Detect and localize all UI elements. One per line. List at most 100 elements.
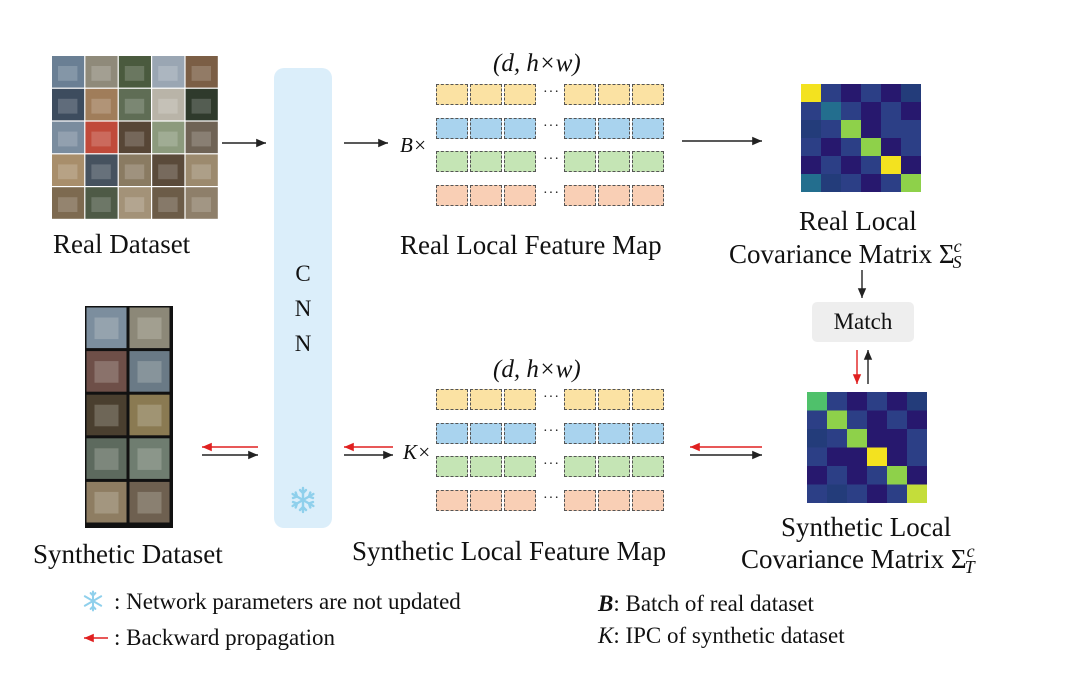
covariance-cell xyxy=(841,156,862,175)
real-image-thumbnail-detail xyxy=(58,131,78,147)
feature-cell xyxy=(504,117,536,139)
real-image-thumbnail-detail xyxy=(191,164,211,180)
real-image-thumbnail xyxy=(118,56,151,88)
real-image-thumbnail-detail xyxy=(58,66,78,81)
real-image-thumbnail xyxy=(118,88,151,121)
feature-cell xyxy=(436,489,468,511)
feature-cell xyxy=(632,489,664,511)
real-image-thumbnail-detail xyxy=(124,131,145,147)
synthetic-image-thumbnail-detail xyxy=(94,448,119,470)
feature-cell xyxy=(470,184,502,206)
real-image-thumbnail xyxy=(152,187,185,219)
real-image-thumbnail xyxy=(118,121,151,154)
legend-backward-text: : Backward propagation xyxy=(114,625,335,650)
legend-frozen-text: : Network parameters are not updated xyxy=(114,589,461,614)
real-image-thumbnail xyxy=(52,187,85,219)
covariance-cell xyxy=(861,138,882,157)
covariance-cell xyxy=(821,174,842,192)
cnn-letter: C xyxy=(295,261,311,286)
covariance-cell xyxy=(867,484,888,503)
feature-cell xyxy=(504,389,536,410)
real-image-thumbnail-detail xyxy=(191,131,211,147)
real-covariance-subscript: S xyxy=(952,252,962,272)
synthetic-image-thumbnail xyxy=(129,394,170,436)
feature-cell xyxy=(436,117,468,139)
cnn-label: C N N xyxy=(274,256,332,361)
synthetic-feature-map-label: Synthetic Local Feature Map xyxy=(352,536,667,566)
real-image-thumbnail xyxy=(152,121,185,154)
synthetic-covariance-matrix xyxy=(807,392,927,503)
covariance-cell xyxy=(841,138,862,157)
feature-cell xyxy=(470,151,502,172)
synthetic-dataset-label: Synthetic Dataset xyxy=(33,539,223,569)
feature-cell xyxy=(436,151,468,172)
bottom-feature-dims: (d, h×w) xyxy=(493,356,581,383)
real-covariance-text: Covariance Matrix Σ xyxy=(729,239,955,269)
feature-cell xyxy=(598,389,630,410)
real-image-thumbnail-detail xyxy=(158,66,178,81)
real-image-thumbnail xyxy=(152,88,185,121)
covariance-cell xyxy=(847,447,868,467)
real-image-thumbnail-detail xyxy=(58,197,78,212)
match-box: Match xyxy=(812,302,914,342)
covariance-cell xyxy=(807,466,828,485)
real-image-thumbnail-detail xyxy=(158,98,178,114)
real-image-thumbnail-detail xyxy=(158,197,178,212)
feature-cell xyxy=(598,456,630,477)
covariance-cell xyxy=(827,392,848,411)
real-image-thumbnail xyxy=(52,56,85,88)
real-covariance-label-line2: Covariance Matrix ΣSc xyxy=(729,237,962,271)
real-image-thumbnail xyxy=(185,154,218,186)
synthetic-image-thumbnail-detail xyxy=(137,491,162,514)
covariance-cell xyxy=(861,156,882,175)
feature-ellipsis: ··· xyxy=(543,85,560,100)
synthetic-image-thumbnail xyxy=(129,481,170,523)
real-image-thumbnail-detail xyxy=(91,98,111,114)
real-image-thumbnail-detail xyxy=(91,197,111,212)
real-image-thumbnail xyxy=(152,56,185,88)
synthetic-image-thumbnail-detail xyxy=(137,448,162,470)
synthetic-image-thumbnail-detail xyxy=(94,361,119,383)
real-image-thumbnail xyxy=(85,154,118,186)
synthetic-covariance-label-line2: Covariance Matrix ΣTc xyxy=(741,542,975,576)
covariance-cell xyxy=(907,410,927,430)
legend-b-symbol: B xyxy=(598,591,614,616)
real-image-thumbnail-detail xyxy=(124,197,145,212)
covariance-cell xyxy=(907,429,927,448)
covariance-cell xyxy=(867,466,888,485)
synthetic-covariance-text: Covariance Matrix Σ xyxy=(741,544,967,574)
covariance-cell xyxy=(847,392,868,411)
real-image-thumbnail-detail xyxy=(91,66,111,81)
snowflake-icon xyxy=(291,486,315,514)
legend-k-text: : IPC of synthetic dataset xyxy=(613,623,845,648)
covariance-cell xyxy=(807,392,828,411)
covariance-cell xyxy=(801,156,822,175)
covariance-cell xyxy=(881,120,902,139)
synthetic-image-thumbnail-detail xyxy=(94,491,119,514)
covariance-cell xyxy=(801,84,822,103)
covariance-cell xyxy=(807,484,828,503)
synthetic-image-thumbnail-detail xyxy=(137,317,162,340)
synthetic-image-thumbnail xyxy=(86,438,127,479)
covariance-cell xyxy=(861,84,882,103)
covariance-cell xyxy=(847,466,868,485)
feature-cell xyxy=(564,84,596,105)
covariance-cell xyxy=(801,174,822,192)
covariance-cell xyxy=(827,410,848,430)
cnn-block: C N N xyxy=(274,68,332,528)
feature-cell xyxy=(598,117,630,139)
real-image-thumbnail xyxy=(118,187,151,219)
covariance-cell xyxy=(847,484,868,503)
feature-ellipsis: ··· xyxy=(543,423,560,439)
feature-cell xyxy=(436,389,468,410)
feature-cell xyxy=(598,151,630,172)
covariance-cell xyxy=(847,429,868,448)
feature-cell xyxy=(598,422,630,444)
covariance-cell xyxy=(887,447,908,467)
feature-cell xyxy=(632,389,664,410)
synthetic-image-thumbnail xyxy=(129,438,170,479)
feature-ellipsis: ··· xyxy=(543,490,560,506)
covariance-cell xyxy=(867,392,888,411)
feature-cell xyxy=(564,489,596,511)
real-image-thumbnail xyxy=(185,187,218,219)
